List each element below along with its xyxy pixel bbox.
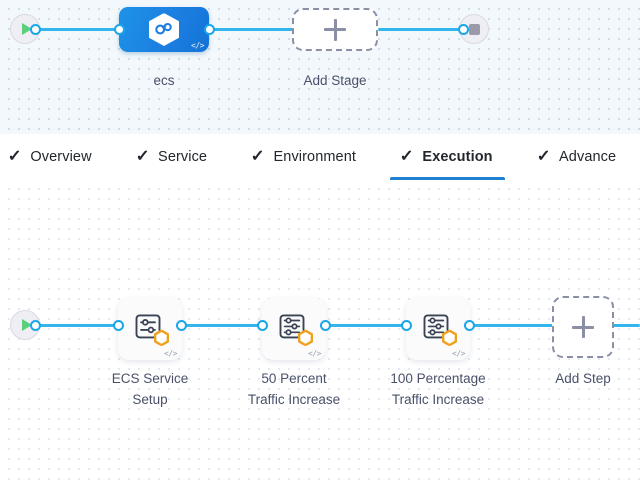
tab-label: Overview [30,149,92,165]
execution-tabbar: ✓ Overview ✓ Service ✓ Environment ✓ Exe… [0,134,640,180]
stage-edge-addstage-to-end [378,28,462,31]
step-edge-start-to-step1 [34,324,184,327]
tab-overview[interactable]: ✓ Overview [8,134,92,180]
check-icon: ✓ [7,148,22,165]
step-node-50-percent-traffic-increase[interactable]: </> [262,298,326,360]
step-edge-step1-to-step2 [180,324,328,327]
code-glyph: </> [164,349,177,358]
step2-output-port[interactable] [320,320,331,331]
stop-icon [468,23,480,35]
add-stage-button[interactable] [292,8,378,51]
code-glyph: </> [452,349,465,358]
step3-output-port[interactable] [464,320,475,331]
tab-label: Service [158,149,208,165]
tab-execution[interactable]: ✓ Execution [390,134,505,180]
tab-label: Environment [273,149,357,165]
code-glyph: </> [308,349,321,358]
orange-hexagon-badge [298,329,313,346]
step-label-50-percent-traffic-increase: 50 Percent Traffic Increase [247,371,341,407]
play-icon [21,23,32,35]
step-edge-step2-to-step3 [322,324,470,327]
step-edge-step3-to-addstep [466,324,554,327]
step-canvas[interactable]: </> ECS Service Setup [0,180,640,480]
play-icon [21,319,32,331]
tab-environment[interactable]: ✓ Environment [251,134,356,180]
settings-sliders-icon [420,310,457,346]
step1-input-port[interactable] [113,320,124,331]
stage-canvas[interactable]: </> ecs Add Stage [0,0,640,134]
add-stage-label: Add Stage [303,73,367,88]
step1-output-port[interactable] [176,320,187,331]
step-node-100-percentage-traffic-increase[interactable]: </> [406,298,470,360]
add-step-button[interactable] [552,296,614,358]
tab-label: Advance [559,149,617,165]
check-icon: ✓ [399,148,414,165]
settings-sliders-icon [276,310,313,346]
check-icon: ✓ [135,148,150,165]
step2-input-port[interactable] [257,320,268,331]
orange-hexagon-badge [154,329,169,346]
step-edge-addstep-trailing [612,324,640,327]
tab-advanced[interactable]: ✓ Advance [536,134,617,180]
code-glyph: </> [191,41,204,50]
stage-end-input-port[interactable] [458,24,469,35]
stage-start-output-port[interactable] [30,24,41,35]
step3-input-port[interactable] [401,320,412,331]
check-icon: ✓ [250,148,265,165]
step-start-output-port[interactable] [30,320,41,331]
stage-node-label-ecs: ecs [153,73,175,88]
plus-icon [572,316,594,338]
ecs-hexagon-icon [149,13,179,46]
step-node-ecs-service-setup[interactable]: </> [118,298,182,360]
step-label-100-percentage-traffic-increase: 100 Percentage Traffic Increase [390,371,486,407]
stage-ecs-output-port[interactable] [204,24,215,35]
stage-edge-start-to-ecs [34,28,126,31]
step-label-ecs-service-setup: ECS Service Setup [111,371,189,407]
plus-icon [324,18,346,41]
stage-edge-ecs-to-addstage [208,28,294,31]
check-icon: ✓ [536,148,551,165]
orange-hexagon-badge [442,329,457,346]
tab-label: Execution [422,149,493,165]
stage-node-ecs[interactable]: </> [119,7,209,52]
tab-service[interactable]: ✓ Service [135,134,208,180]
stage-ecs-input-port[interactable] [114,24,125,35]
add-step-label: Add Step [555,371,611,386]
settings-sliders-icon [132,310,169,346]
